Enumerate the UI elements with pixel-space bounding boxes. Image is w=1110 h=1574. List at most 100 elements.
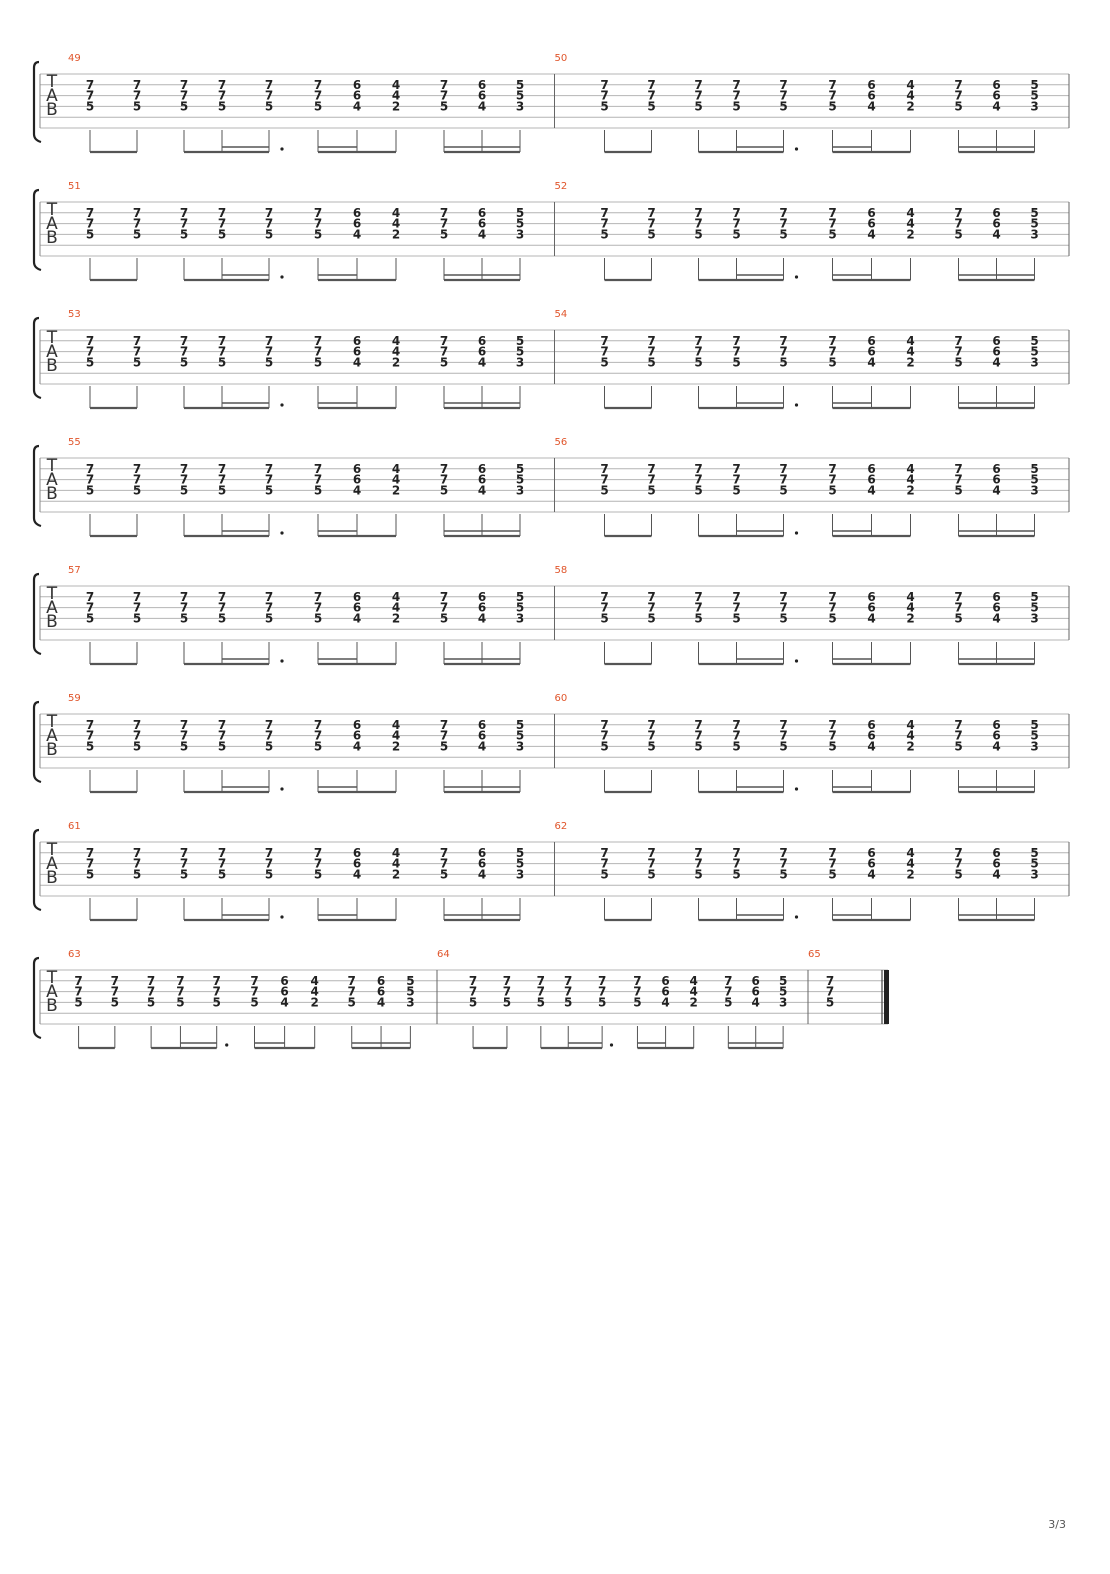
- system-bracket: [32, 316, 42, 400]
- fret-number: 7: [732, 846, 740, 860]
- fret-number: 7: [732, 78, 740, 92]
- fret-number: 7: [86, 78, 94, 92]
- fret-number: 5: [86, 355, 94, 369]
- fret-number: 6: [661, 985, 669, 999]
- fret-number: 7: [314, 590, 322, 604]
- fret-number: 5: [724, 995, 732, 1009]
- fret-number: 7: [600, 89, 608, 103]
- fret-number: 6: [353, 334, 361, 348]
- dot: [794, 275, 799, 279]
- fret-number: 7: [348, 985, 356, 999]
- fret-number: 5: [147, 995, 155, 1009]
- fret-number: 6: [867, 846, 875, 860]
- fret-number: 6: [661, 974, 669, 988]
- fret-number: 5: [779, 974, 787, 988]
- fret-number: 6: [992, 345, 1000, 359]
- fret-number: 7: [600, 729, 608, 743]
- fret-number: 7: [86, 601, 94, 615]
- fret-number: 7: [440, 590, 448, 604]
- fret-number: 7: [314, 857, 322, 871]
- fret-number: 6: [992, 601, 1000, 615]
- fret-number: 5: [516, 473, 524, 487]
- fret-number: 4: [867, 739, 875, 753]
- fret-number: 5: [779, 355, 787, 369]
- fret-number: 5: [1030, 857, 1038, 871]
- fret-number: 7: [647, 729, 655, 743]
- fret-number: 4: [690, 985, 698, 999]
- fret-number: 5: [314, 611, 322, 625]
- fret-number: 7: [250, 974, 258, 988]
- tab-clef-letter: T: [46, 968, 58, 988]
- fret-number: 6: [992, 462, 1000, 476]
- fret-number: 6: [867, 601, 875, 615]
- fret-number: 6: [377, 985, 385, 999]
- fret-number: 6: [377, 974, 385, 988]
- fret-number: 5: [265, 227, 273, 241]
- fret-number: 7: [647, 217, 655, 231]
- fret-number: 5: [111, 995, 119, 1009]
- fret-number: 2: [392, 483, 400, 497]
- fret-number: 7: [86, 217, 94, 231]
- fret-number: 7: [828, 462, 836, 476]
- fret-number: 7: [564, 974, 572, 988]
- fret-number: 5: [954, 483, 962, 497]
- fret-number: 5: [694, 355, 702, 369]
- measure-number: 62: [555, 821, 568, 832]
- fret-number: 5: [828, 867, 836, 881]
- fret-number: 4: [906, 729, 914, 743]
- fret-number: 5: [732, 227, 740, 241]
- fret-number: 5: [180, 355, 188, 369]
- fret-number: 5: [440, 99, 448, 113]
- fret-number: 5: [516, 729, 524, 743]
- fret-number: 7: [694, 857, 702, 871]
- fret-number: 5: [180, 99, 188, 113]
- measure-number: 55: [68, 437, 81, 448]
- fret-number: 5: [348, 995, 356, 1009]
- fret-number: 7: [647, 601, 655, 615]
- fret-number: 7: [647, 78, 655, 92]
- fret-number: 2: [392, 227, 400, 241]
- fret-number: 7: [732, 462, 740, 476]
- fret-number: 5: [954, 611, 962, 625]
- fret-number: 5: [406, 985, 414, 999]
- tab-clef-letter: B: [46, 612, 58, 632]
- fret-number: 4: [392, 345, 400, 359]
- fret-number: 7: [694, 846, 702, 860]
- fret-number: 5: [516, 78, 524, 92]
- fret-number: 7: [954, 217, 962, 231]
- fret-number: 5: [516, 217, 524, 231]
- fret-number: 3: [516, 739, 524, 753]
- fret-number: 7: [564, 985, 572, 999]
- fret-number: 7: [213, 985, 221, 999]
- fret-number: 4: [311, 974, 319, 988]
- fret-number: 6: [353, 89, 361, 103]
- fret-number: 7: [133, 729, 141, 743]
- fret-number: 6: [478, 206, 486, 220]
- fret-number: 5: [440, 739, 448, 753]
- fret-number: 5: [1030, 89, 1038, 103]
- fret-number: 5: [779, 985, 787, 999]
- fret-number: 5: [218, 355, 226, 369]
- fret-number: 7: [647, 462, 655, 476]
- measure-number: 65: [808, 949, 821, 960]
- fret-number: 5: [440, 227, 448, 241]
- tab-clef-letter: B: [46, 100, 58, 120]
- fret-number: 7: [180, 89, 188, 103]
- fret-number: 7: [218, 729, 226, 743]
- fret-number: 4: [392, 590, 400, 604]
- fret-number: 6: [867, 729, 875, 743]
- fret-number: 5: [647, 483, 655, 497]
- fret-number: 5: [516, 345, 524, 359]
- fret-number: 4: [311, 985, 319, 999]
- fret-number: 5: [694, 611, 702, 625]
- fret-number: 7: [440, 217, 448, 231]
- fret-number: 6: [353, 729, 361, 743]
- fret-number: 7: [779, 217, 787, 231]
- fret-number: 6: [478, 473, 486, 487]
- fret-number: 5: [440, 867, 448, 881]
- fret-number: 4: [392, 217, 400, 231]
- tab-clef-letter: A: [46, 342, 58, 362]
- fret-number: 7: [732, 473, 740, 487]
- tab-clef-letter: B: [46, 868, 58, 888]
- fret-number: 5: [133, 611, 141, 625]
